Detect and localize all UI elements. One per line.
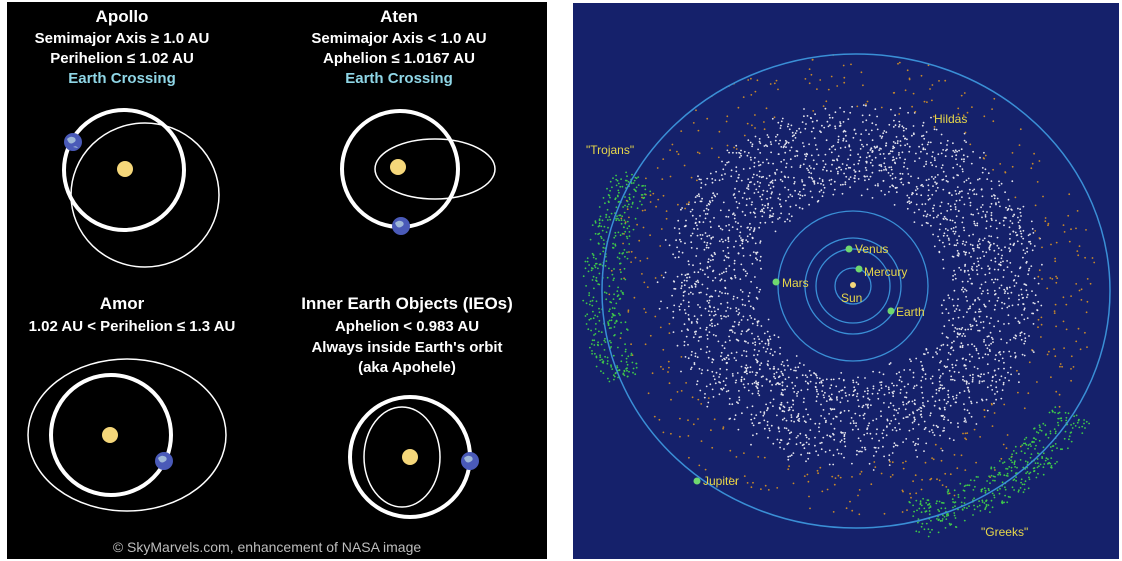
sun-marker bbox=[850, 282, 856, 288]
aten-semimajor: Semimajor Axis < 1.0 AU bbox=[311, 30, 486, 47]
sun-label: Sun bbox=[841, 291, 862, 305]
mars-label: Mars bbox=[782, 276, 809, 290]
aten-aphelion: Aphelion ≤ 1.0167 AU bbox=[323, 50, 475, 67]
earth-marker bbox=[887, 307, 895, 315]
amor-title: Amor bbox=[100, 294, 145, 313]
apollo-perihelion: Perihelion ≤ 1.02 AU bbox=[50, 50, 194, 67]
venus-label: Venus bbox=[855, 242, 888, 256]
amor-perihelion: 1.02 AU < Perihelion ≤ 1.3 AU bbox=[29, 318, 236, 335]
trojans-label: "Trojans" bbox=[586, 143, 634, 157]
aten-asteroid-orbit bbox=[374, 138, 496, 200]
main-belt-scatter bbox=[656, 104, 1043, 471]
trojan-scatter bbox=[582, 171, 1090, 538]
hildas-label: Hildas bbox=[934, 112, 967, 126]
asteroid-belt-panel: "Trojans" Hildas Venus Mercury Mars Sun … bbox=[573, 3, 1119, 559]
mercury-label: Mercury bbox=[864, 265, 907, 279]
ieo-inside-orbit: Always inside Earth's orbit bbox=[311, 339, 502, 356]
ieo-title: Inner Earth Objects (IEOs) bbox=[301, 294, 513, 313]
apollo-earth-icon bbox=[64, 133, 82, 151]
nea-classes-panel: Apollo Semimajor Axis ≥ 1.0 AU Perihelio… bbox=[7, 2, 547, 559]
amor-sun bbox=[102, 427, 118, 443]
ieo-apohele: (aka Apohele) bbox=[358, 359, 456, 376]
amor-asteroid-orbit bbox=[27, 358, 227, 512]
image-credit: © SkyMarvels.com, enhancement of NASA im… bbox=[113, 539, 422, 555]
apollo-earth-crossing: Earth Crossing bbox=[68, 70, 176, 87]
earth-label: Earth bbox=[896, 305, 925, 319]
apollo-semimajor: Semimajor Axis ≥ 1.0 AU bbox=[35, 30, 210, 47]
apollo-quadrant: Apollo Semimajor Axis ≥ 1.0 AU Perihelio… bbox=[35, 7, 220, 268]
jupiter-label: Jupiter bbox=[703, 474, 739, 488]
earth-orbit bbox=[804, 237, 902, 335]
apollo-asteroid-orbit bbox=[70, 122, 220, 268]
nea-classes-diagram: Apollo Semimajor Axis ≥ 1.0 AU Perihelio… bbox=[27, 7, 513, 555]
greeks-label: "Greeks" bbox=[981, 525, 1028, 539]
apollo-earth-orbit bbox=[62, 108, 186, 232]
jupiter-orbit bbox=[601, 53, 1111, 529]
venus-orbit bbox=[815, 248, 891, 324]
amor-earth-icon bbox=[155, 452, 173, 470]
amor-earth-orbit bbox=[49, 373, 173, 497]
jupiter-marker bbox=[693, 477, 701, 485]
aten-sun bbox=[390, 159, 406, 175]
apollo-title: Apollo bbox=[96, 7, 149, 26]
aten-earth-crossing: Earth Crossing bbox=[345, 70, 453, 87]
mars-marker bbox=[772, 278, 780, 286]
ieo-earth-icon bbox=[461, 452, 479, 470]
ieo-quadrant: Inner Earth Objects (IEOs) Aphelion < 0.… bbox=[301, 294, 513, 519]
venus-marker bbox=[845, 245, 853, 253]
ieo-asteroid-orbit bbox=[363, 406, 441, 508]
asteroid-belt-map: "Trojans" Hildas Venus Mercury Mars Sun … bbox=[582, 53, 1111, 539]
mercury-marker bbox=[855, 265, 863, 273]
ieo-sun bbox=[402, 449, 418, 465]
aten-quadrant: Aten Semimajor Axis < 1.0 AU Aphelion ≤ … bbox=[311, 7, 496, 235]
aten-earth-icon bbox=[392, 217, 410, 235]
hilda-group-scatter bbox=[608, 54, 1096, 516]
aten-title: Aten bbox=[380, 7, 418, 26]
apollo-sun bbox=[117, 161, 133, 177]
mercury-orbit bbox=[834, 267, 872, 305]
amor-quadrant: Amor 1.02 AU < Perihelion ≤ 1.3 AU bbox=[27, 294, 236, 512]
ieo-aphelion: Aphelion < 0.983 AU bbox=[335, 318, 479, 335]
mars-orbit bbox=[777, 210, 929, 362]
